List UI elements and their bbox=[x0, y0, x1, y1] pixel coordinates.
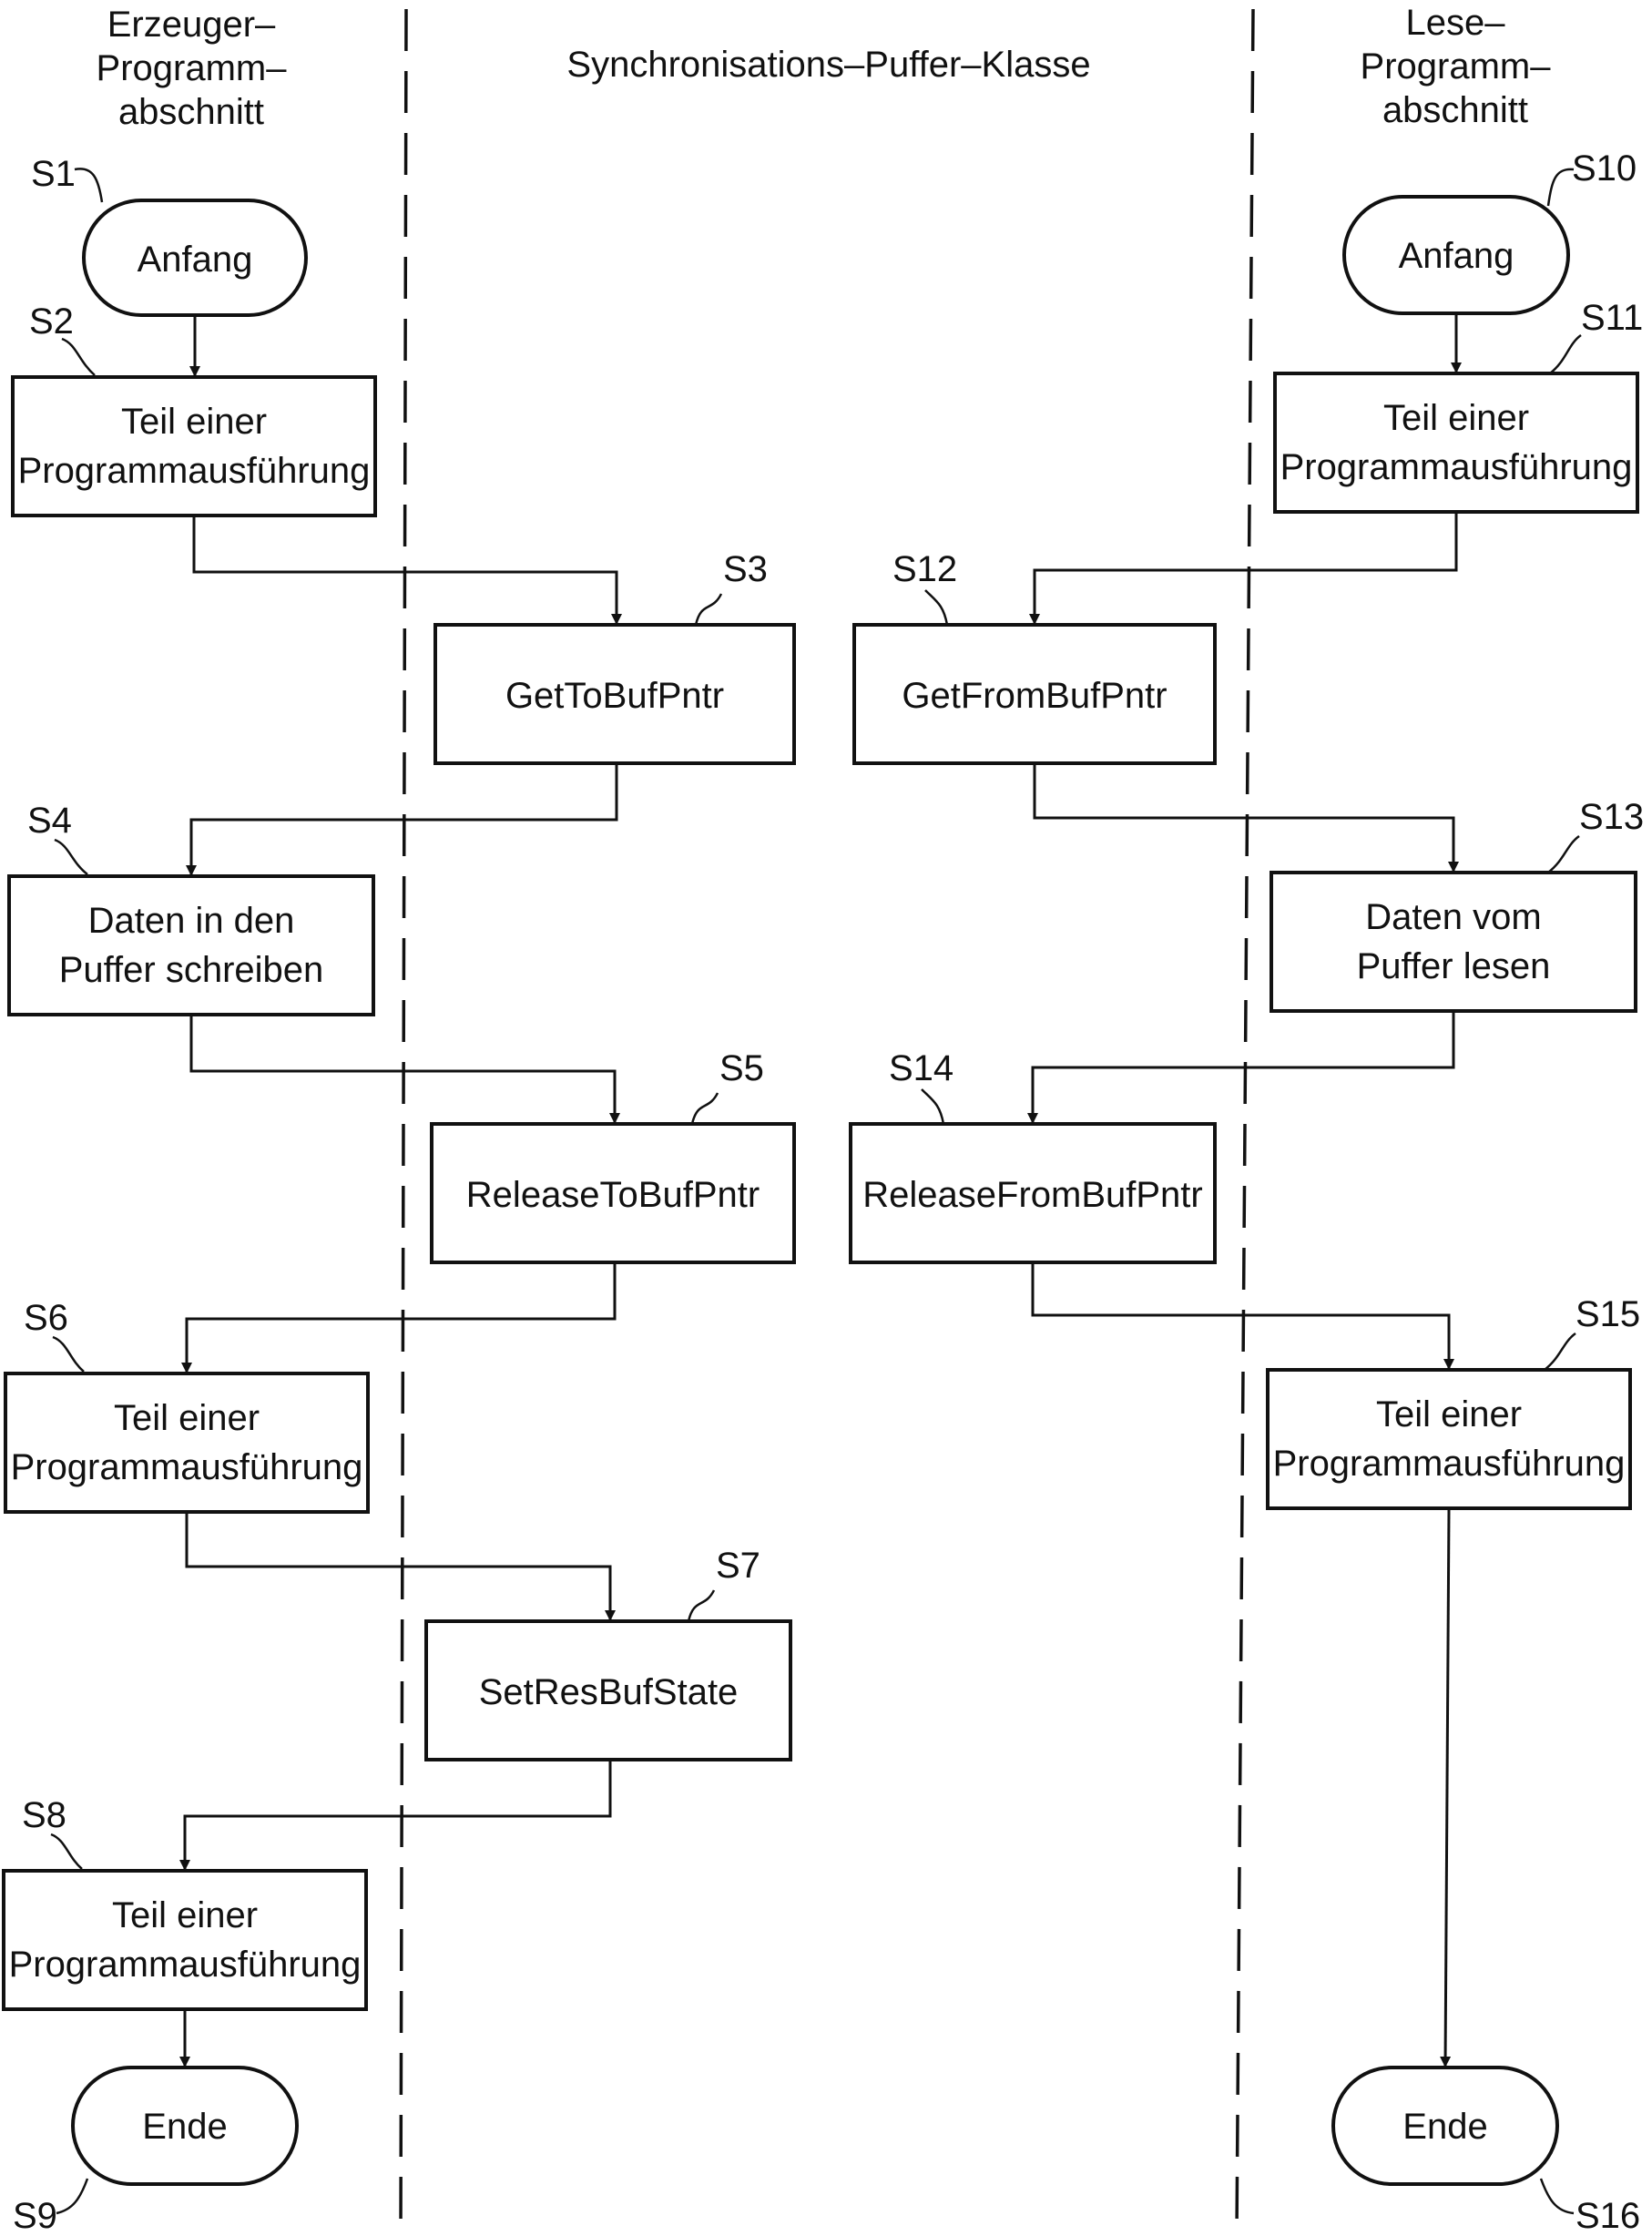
step-id-s13: S13 bbox=[1579, 797, 1644, 837]
step-s12-text: GetFromBufPntr bbox=[902, 676, 1167, 716]
lane-header-reader-line3: abschnitt bbox=[1382, 90, 1528, 130]
step-s4-process: Daten in den Puffer schreiben bbox=[9, 876, 373, 1015]
step-id-s8: S8 bbox=[22, 1795, 66, 1835]
leader-s10 bbox=[1548, 169, 1574, 206]
step-s15-text-line1: Teil einer bbox=[1376, 1394, 1522, 1435]
step-id-s1: S1 bbox=[31, 154, 76, 194]
step-s14-process: ReleaseFromBufPntr bbox=[851, 1124, 1215, 1262]
step-s10-text: Anfang bbox=[1399, 236, 1514, 276]
step-s7-text: SetResBufState bbox=[479, 1672, 739, 1712]
step-s13-text-line2: Puffer lesen bbox=[1357, 946, 1551, 986]
step-s16-text: Ende bbox=[1402, 2107, 1487, 2147]
step-id-s15: S15 bbox=[1576, 1294, 1640, 1334]
step-s10-start: Anfang bbox=[1344, 197, 1568, 313]
step-s6-text-line2: Programmausführung bbox=[11, 1447, 363, 1487]
step-s7-process: SetResBufState bbox=[426, 1621, 790, 1760]
lane-header-producer-line3: abschnitt bbox=[118, 92, 264, 132]
leader-s13 bbox=[1548, 836, 1579, 873]
leader-s1 bbox=[75, 168, 102, 202]
step-s11-process: Teil einer Programmausführung bbox=[1275, 373, 1637, 512]
step-s3-process: GetToBufPntr bbox=[435, 625, 794, 763]
step-s1-text: Anfang bbox=[138, 240, 253, 280]
arrow-s13-to-s14 bbox=[1033, 1011, 1453, 1122]
step-id-s14: S14 bbox=[889, 1048, 953, 1088]
leader-s14 bbox=[922, 1089, 943, 1124]
step-s1-start: Anfang bbox=[84, 200, 306, 315]
step-id-s4: S4 bbox=[27, 801, 72, 841]
step-id-s2: S2 bbox=[29, 301, 74, 342]
step-s12-process: GetFromBufPntr bbox=[854, 625, 1215, 763]
step-s9-text: Ende bbox=[142, 2107, 227, 2147]
step-s4-text-line1: Daten in den bbox=[88, 901, 295, 941]
leader-s3 bbox=[696, 594, 721, 625]
step-s13-process: Daten vom Puffer lesen bbox=[1271, 873, 1636, 1011]
lane-header-reader-line2: Programm– bbox=[1361, 46, 1552, 87]
step-s8-process: Teil einer Programmausführung bbox=[4, 1871, 366, 2009]
step-s3-text: GetToBufPntr bbox=[505, 676, 724, 716]
step-s5-text: ReleaseToBufPntr bbox=[466, 1175, 760, 1215]
leader-s8 bbox=[51, 1834, 82, 1869]
arrow-s15-to-s16 bbox=[1445, 1508, 1449, 2066]
step-s8-text-line2: Programmausführung bbox=[9, 1945, 362, 1985]
step-s11-text-line2: Programmausführung bbox=[1280, 447, 1633, 487]
step-id-s12: S12 bbox=[892, 549, 957, 589]
step-id-s6: S6 bbox=[24, 1298, 68, 1338]
leader-s16 bbox=[1541, 2179, 1574, 2213]
leader-s2 bbox=[62, 339, 95, 375]
step-s5-process: ReleaseToBufPntr bbox=[432, 1124, 794, 1262]
leader-s4 bbox=[55, 840, 87, 874]
step-s6-text-line1: Teil einer bbox=[114, 1398, 260, 1438]
arrow-s7-to-s8 bbox=[185, 1760, 610, 1869]
leader-s12 bbox=[925, 590, 947, 625]
arrow-s12-to-s13 bbox=[1035, 763, 1453, 871]
lane-header-buffer: Synchronisations–Puffer–Klasse bbox=[566, 45, 1090, 85]
lane-header-producer-line2: Programm– bbox=[97, 48, 288, 88]
step-s6-process: Teil einer Programmausführung bbox=[5, 1373, 368, 1512]
step-id-s16: S16 bbox=[1576, 2196, 1640, 2236]
step-s15-process: Teil einer Programmausführung bbox=[1268, 1370, 1630, 1508]
leader-s7 bbox=[688, 1590, 714, 1621]
step-s14-text: ReleaseFromBufPntr bbox=[862, 1175, 1202, 1215]
arrow-s14-to-s15 bbox=[1033, 1262, 1449, 1368]
step-s16-end: Ende bbox=[1333, 2068, 1557, 2184]
step-s2-process: Teil einer Programmausführung bbox=[13, 377, 375, 516]
leader-s6 bbox=[53, 1337, 84, 1372]
step-id-s9: S9 bbox=[13, 2196, 57, 2236]
step-s2-text-line2: Programmausführung bbox=[18, 451, 371, 491]
lane-divider-right bbox=[1237, 9, 1253, 2236]
arrow-s11-to-s12 bbox=[1035, 512, 1456, 623]
lane-divider-left bbox=[401, 9, 406, 2236]
arrow-s5-to-s6 bbox=[187, 1262, 615, 1372]
leader-s9 bbox=[56, 2179, 87, 2213]
step-id-s3: S3 bbox=[723, 549, 768, 589]
step-id-s10: S10 bbox=[1572, 148, 1637, 189]
step-s8-text-line1: Teil einer bbox=[112, 1895, 258, 1935]
step-s2-text-line1: Teil einer bbox=[121, 402, 267, 442]
step-s13-text-line1: Daten vom bbox=[1365, 897, 1541, 937]
step-s4-text-line2: Puffer schreiben bbox=[59, 950, 324, 990]
lane-header-producer-line1: Erzeuger– bbox=[107, 5, 276, 45]
arrow-s6-to-s7 bbox=[187, 1512, 610, 1619]
leader-s11 bbox=[1550, 335, 1581, 373]
step-id-s5: S5 bbox=[719, 1048, 764, 1088]
step-s11-text-line1: Teil einer bbox=[1383, 398, 1529, 438]
lane-header-reader-line1: Lese– bbox=[1406, 3, 1506, 43]
step-s15-text-line2: Programmausführung bbox=[1273, 1444, 1626, 1484]
leader-s5 bbox=[692, 1093, 718, 1124]
step-id-s7: S7 bbox=[716, 1546, 760, 1586]
step-s9-end: Ende bbox=[73, 2068, 297, 2184]
step-id-s11: S11 bbox=[1581, 298, 1643, 338]
leader-s15 bbox=[1545, 1333, 1576, 1370]
